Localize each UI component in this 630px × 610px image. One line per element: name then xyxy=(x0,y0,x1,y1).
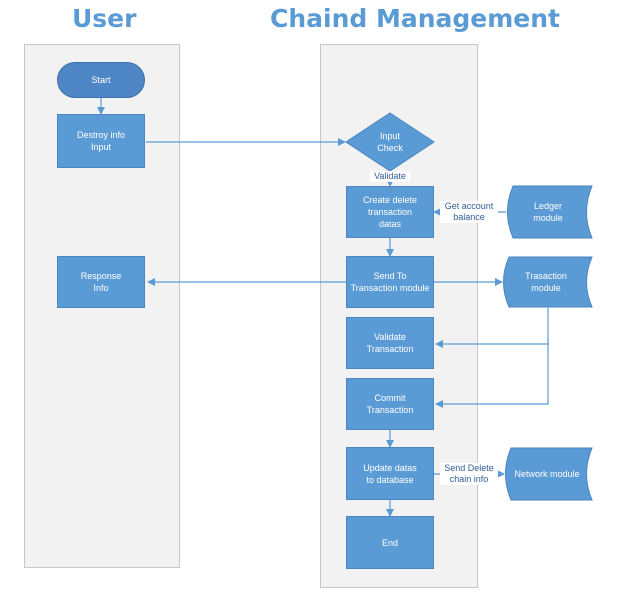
validate-edge-label: Validate xyxy=(370,171,410,182)
start-node: Start xyxy=(57,62,145,98)
trasaction-module-label: Trasaction module xyxy=(525,271,567,293)
commit-transaction-node: Commit Transaction xyxy=(346,378,434,430)
input-check-label: Input Check xyxy=(377,131,403,153)
network-module-label: Network module xyxy=(514,469,580,479)
network-module-shape xyxy=(505,447,593,501)
send-to-transaction-module-node: Send To Transaction module xyxy=(346,256,434,308)
lane-title-chain-management: Chaind Management xyxy=(270,4,561,33)
destroy-info-input-node: Destroy info Input xyxy=(57,114,145,168)
end-node: End xyxy=(346,516,434,569)
edge-trasaction-commit xyxy=(435,340,549,408)
trasaction-module-shape xyxy=(503,256,593,308)
ledger-module-shape xyxy=(507,185,593,239)
lane-title-user: User xyxy=(72,4,137,33)
response-info-node: Response Info xyxy=(57,256,145,308)
ledger-module-label: Ledger module xyxy=(533,201,563,223)
create-delete-transaction-node: Create delete transaction datas xyxy=(346,186,434,238)
edge-trasaction-validate xyxy=(435,308,549,348)
update-datas-node: Update datas to database xyxy=(346,447,434,500)
get-account-balance-label: Get account balance xyxy=(440,201,498,223)
validate-transaction-node: Validate Transaction xyxy=(346,317,434,369)
send-delete-chain-info-label: Send Delete chain info xyxy=(440,463,498,485)
